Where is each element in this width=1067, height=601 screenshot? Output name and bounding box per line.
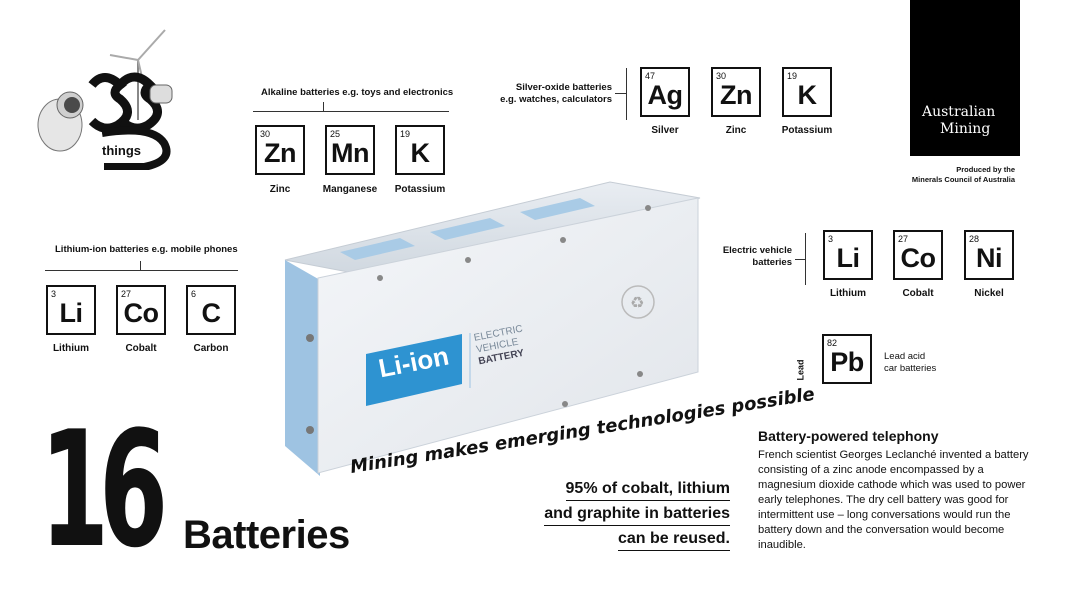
- alkaline-label: Alkaline batteries e.g. toys and electro…: [261, 87, 454, 98]
- lithium-label: Lithium-ion batteries e.g. mobile phones: [55, 244, 238, 255]
- brand-line-1: Australian: [922, 104, 996, 120]
- topic-number: 16: [40, 396, 168, 583]
- produced-line-1: Produced by the: [956, 165, 1015, 174]
- astronaut-logo-icon: [37, 29, 173, 171]
- element-name-zinc: Zinc: [269, 184, 291, 195]
- quote-line-3: can be reused.: [617, 530, 730, 551]
- element-name-potassium: Potassium: [394, 184, 446, 195]
- story-title: Battery-powered telephony: [758, 428, 939, 444]
- things-logo: things: [20, 25, 190, 171]
- element-name-potassium-2: Potassium: [781, 125, 833, 136]
- logo-text: things: [102, 143, 141, 158]
- element-name-zinc-2: Zinc: [725, 125, 747, 136]
- element-name-manganese: Manganese: [322, 184, 378, 195]
- reuse-quote: 95% of cobalt, lithium and graphite in b…: [500, 478, 730, 558]
- quote-line-2: and graphite in batteries: [544, 505, 730, 526]
- page-title: Batteries: [183, 513, 350, 557]
- quote-line-1: 95% of cobalt, lithium: [565, 480, 730, 501]
- element-name-carbon: Carbon: [193, 343, 229, 354]
- element-name-lithium: Lithium: [52, 343, 90, 354]
- battery-illustration: ♻ Li-ion ELECTRIC VEHICLE BATTERY: [280, 178, 705, 478]
- brand-block: Australian Mining: [910, 0, 1020, 156]
- element-name-cobalt-2: Cobalt: [902, 288, 934, 299]
- element-name-cobalt: Cobalt: [125, 343, 157, 354]
- ev-battery-icon: ♻: [284, 181, 701, 476]
- brand-line-2: Mining: [940, 121, 991, 137]
- svg-text:♻: ♻: [630, 293, 644, 312]
- element-name-lead: Lead: [795, 359, 806, 381]
- produced-by: Produced by the Minerals Council of Aust…: [880, 165, 1015, 185]
- element-name-nickel: Nickel: [974, 288, 1004, 299]
- element-name-lithium-2: Lithium: [829, 288, 867, 299]
- produced-line-2: Minerals Council of Australia: [911, 175, 1015, 184]
- element-name-silver: Silver: [651, 125, 679, 136]
- story-body: French scientist Georges Leclanché inven…: [758, 449, 1029, 551]
